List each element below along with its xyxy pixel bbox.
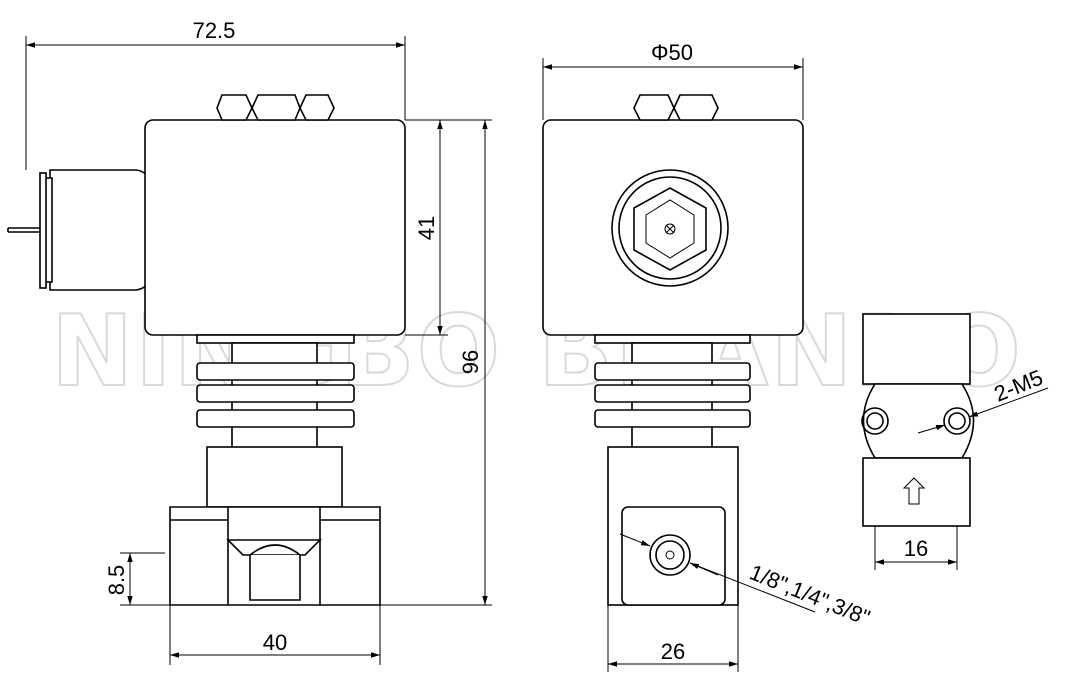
flow-arrow-icon bbox=[902, 477, 926, 505]
dim-body-length: 40 bbox=[263, 630, 287, 655]
hex-nut-top-front bbox=[633, 94, 719, 121]
dim-port-thread: 1/8",1/4",3/8" bbox=[746, 559, 873, 630]
dim-8-5: 8.5 bbox=[104, 552, 170, 606]
dim-26: 26 bbox=[607, 605, 739, 672]
dim-40: 40 bbox=[169, 605, 381, 665]
hex-nut-front bbox=[633, 187, 707, 271]
dim-port-height: 8.5 bbox=[104, 565, 129, 596]
dim-96: 96 bbox=[380, 119, 492, 606]
dim-coil-height: 41 bbox=[414, 216, 439, 240]
dim-coil-diameter: Φ50 bbox=[651, 40, 693, 65]
dim-overall-length: 72.5 bbox=[193, 18, 236, 43]
mounting-flange bbox=[862, 383, 975, 459]
front-view bbox=[542, 94, 804, 606]
side-view bbox=[7, 94, 406, 606]
bottom-view bbox=[861, 313, 975, 527]
dim-16: 16 bbox=[874, 526, 958, 570]
dim-41: 41 bbox=[405, 119, 448, 336]
coil bbox=[144, 119, 406, 336]
mount-hole bbox=[943, 407, 971, 435]
dim-72-5: 72.5 bbox=[25, 18, 406, 170]
hex-nut-top bbox=[216, 94, 335, 121]
port-circle bbox=[649, 534, 691, 576]
dim-body-width: 26 bbox=[661, 639, 685, 664]
coil-front bbox=[542, 119, 804, 336]
dim-overall-height: 96 bbox=[458, 350, 483, 374]
dim-phi-50: Φ50 bbox=[542, 40, 804, 120]
dim-mount-spacing: 16 bbox=[904, 536, 928, 561]
